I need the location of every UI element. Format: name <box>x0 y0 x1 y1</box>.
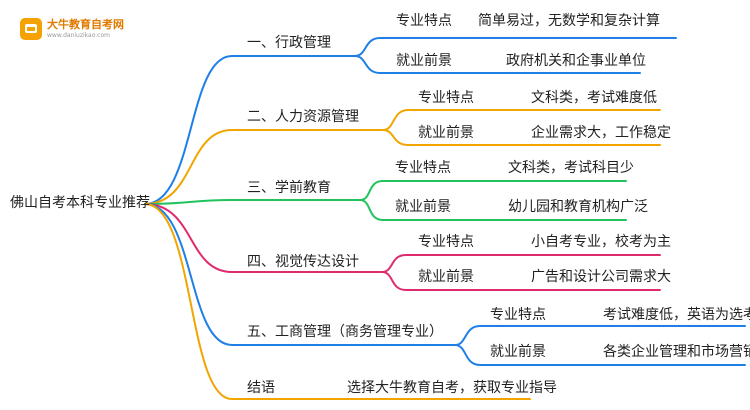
branch-5-connector <box>144 203 456 346</box>
branch-2-title: 二、人力资源管理 <box>247 109 359 125</box>
branch-2-item-2-label: 就业前景 <box>418 125 474 141</box>
branch-4-item-2-value: 广告和设计公司需求大 <box>531 269 671 285</box>
branch-3-title: 三、学前教育 <box>247 180 331 196</box>
branch-3-item-2-connector <box>359 199 627 221</box>
branch-4-item-1-label: 专业特点 <box>418 234 474 250</box>
branch-1-connector <box>144 55 356 205</box>
branch-2-item-2-connector <box>382 129 661 146</box>
branch-1-item-1-connector <box>354 37 677 57</box>
branch-5-item-1-connector <box>454 325 746 346</box>
branch-2-item-1-label: 专业特点 <box>418 90 474 106</box>
branch-2-item-1-connector <box>382 109 661 131</box>
branch-4-item-1-value: 小自考专业，校考为主 <box>531 234 671 250</box>
branch-3-item-1-label: 专业特点 <box>395 160 451 176</box>
branch-1-title: 一、行政管理 <box>247 35 331 51</box>
branch-4-title: 四、视觉传达设计 <box>247 254 359 270</box>
root-topic: 佛山自考本科专业推荐 <box>10 195 150 211</box>
branch-1-item-1-label: 专业特点 <box>396 13 452 29</box>
logo-url: www.daniuzikao.com <box>47 32 110 39</box>
conclusion-note: 选择大牛教育自考，获取专业指导 <box>347 380 557 396</box>
branch-3-item-2-value: 幼儿园和教育机构广泛 <box>508 199 648 215</box>
branch-1-item-1-value: 简单易过，无数学和复杂计算 <box>478 13 660 29</box>
branch-3-item-1-value: 文科类，考试科目少 <box>508 160 634 176</box>
branch-2-connector <box>144 129 384 205</box>
branch-6-connector <box>144 203 531 400</box>
branch-3-item-2-label: 就业前景 <box>395 199 451 215</box>
branch-4-item-2-label: 就业前景 <box>418 269 474 285</box>
branch-4-connector <box>144 203 383 273</box>
branch-4-item-1-connector <box>381 254 661 273</box>
branch-2-item-1-value: 文科类，考试难度低 <box>531 90 657 106</box>
branch-1-item-2-connector <box>354 55 641 74</box>
branch-4-item-2-connector <box>381 271 661 291</box>
branch-5-item-2-connector <box>454 344 746 366</box>
branch-1-item-2-value: 政府机关和企事业单位 <box>506 53 646 69</box>
branch-5-item-1-value: 考试难度低，英语为选考 <box>603 307 750 323</box>
site-logo[interactable]: 大牛教育自考网 www.daniuzikao.com <box>20 16 142 44</box>
conclusion-title: 结语 <box>247 380 275 396</box>
branch-1-item-2-label: 就业前景 <box>396 53 452 69</box>
branch-5-item-2-value: 各类企业管理和市场营销 <box>603 344 750 360</box>
branch-5-title: 五、工商管理（商务管理专业） <box>247 324 443 340</box>
book-icon <box>20 18 42 40</box>
branch-3-connector <box>144 199 361 205</box>
branch-2-item-2-value: 企业需求大，工作稳定 <box>531 125 671 141</box>
branch-5-item-2-label: 就业前景 <box>490 344 546 360</box>
branch-3-item-1-connector <box>359 180 627 201</box>
branch-5-item-1-label: 专业特点 <box>490 307 546 323</box>
logo-name: 大牛教育自考网 <box>47 18 124 31</box>
